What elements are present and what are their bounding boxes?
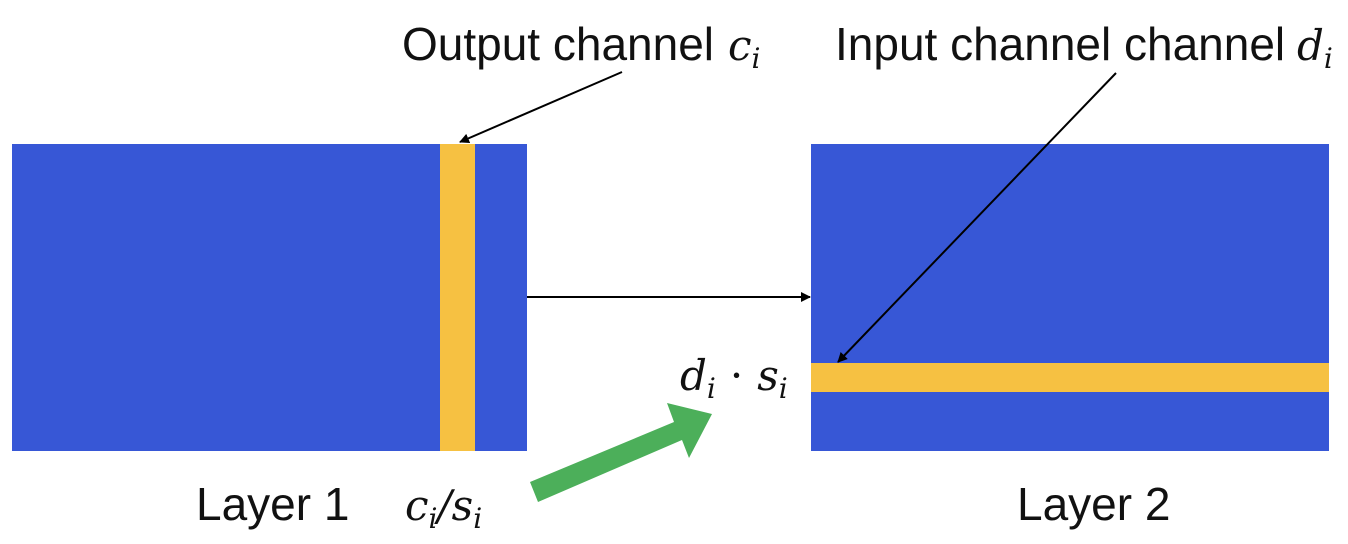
green-scale-arrow: [530, 403, 712, 502]
scale-up-expression: di·si: [680, 351, 788, 405]
input-channel-pointer-arrow: [837, 72, 1117, 363]
output-channel-label: Output channel: [402, 18, 714, 70]
layer2-matrix: [811, 144, 1329, 451]
output-channel-text: Output channel: [402, 18, 714, 70]
layer2-label: Layer 2: [1017, 478, 1170, 530]
output-channel-pointer-arrow: [459, 71, 623, 144]
output-channel-var: ci: [728, 21, 761, 75]
input-channel-text: Input channel channel: [835, 18, 1285, 70]
input-channel-var: di: [1297, 21, 1333, 75]
layer1-label: Layer 1: [196, 478, 349, 530]
layer1-output-channel-column: [440, 144, 475, 451]
input-channel-label: Input channel channel: [835, 18, 1285, 70]
scale-down-expression: ci/si: [405, 481, 482, 535]
layer2-input-channel-row: [811, 363, 1329, 392]
